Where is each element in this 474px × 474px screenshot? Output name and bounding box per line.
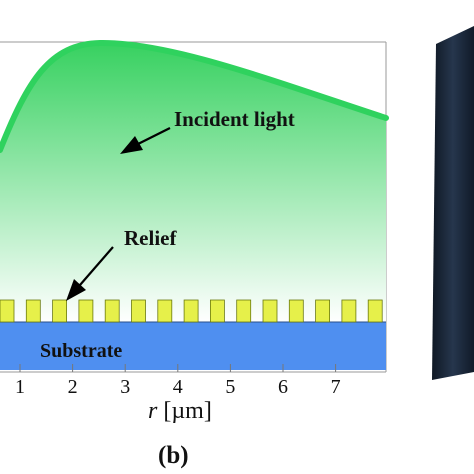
relief-block bbox=[157, 299, 173, 323]
relief-block bbox=[367, 299, 383, 323]
relief-block bbox=[315, 299, 331, 323]
relief-block bbox=[183, 299, 199, 323]
x-axis-unit: [µm] bbox=[157, 398, 211, 424]
incident-light-arrow bbox=[120, 127, 171, 154]
relief-blocks bbox=[0, 299, 383, 323]
side-dark-bar bbox=[432, 26, 474, 380]
relief-block bbox=[236, 299, 252, 323]
relief-block bbox=[25, 299, 41, 323]
x-tick-label: 3 bbox=[120, 376, 130, 398]
relief-block bbox=[209, 299, 225, 323]
x-tick-label: 4 bbox=[173, 376, 183, 398]
relief-block bbox=[52, 299, 67, 323]
relief-block bbox=[131, 299, 146, 323]
relief-label: Relief bbox=[124, 226, 177, 250]
relief-arrow bbox=[66, 246, 114, 301]
relief-block bbox=[341, 299, 357, 323]
relief-block bbox=[104, 299, 120, 323]
panel-label: (b) bbox=[158, 442, 189, 469]
x-axis-label: r [µm] bbox=[148, 398, 212, 424]
relief-block bbox=[288, 299, 304, 323]
incident-light-region bbox=[0, 42, 386, 323]
substrate-layer bbox=[0, 322, 386, 370]
x-tick-label: 6 bbox=[278, 376, 288, 398]
substrate-label: Substrate bbox=[40, 340, 122, 362]
relief-block bbox=[78, 299, 94, 323]
incident-light-curve bbox=[0, 39, 389, 153]
relief-block bbox=[0, 299, 15, 323]
incident-light-label: Incident light bbox=[174, 107, 295, 131]
relief-block bbox=[262, 299, 278, 323]
x-axis-ticks: 1 2 3 4 5 6 7 bbox=[15, 364, 341, 398]
x-axis-variable: r bbox=[148, 398, 158, 424]
x-tick-label: 2 bbox=[68, 376, 78, 398]
x-tick-label: 1 bbox=[15, 376, 25, 398]
x-tick-label: 5 bbox=[225, 376, 235, 398]
x-tick-label: 7 bbox=[331, 376, 341, 398]
